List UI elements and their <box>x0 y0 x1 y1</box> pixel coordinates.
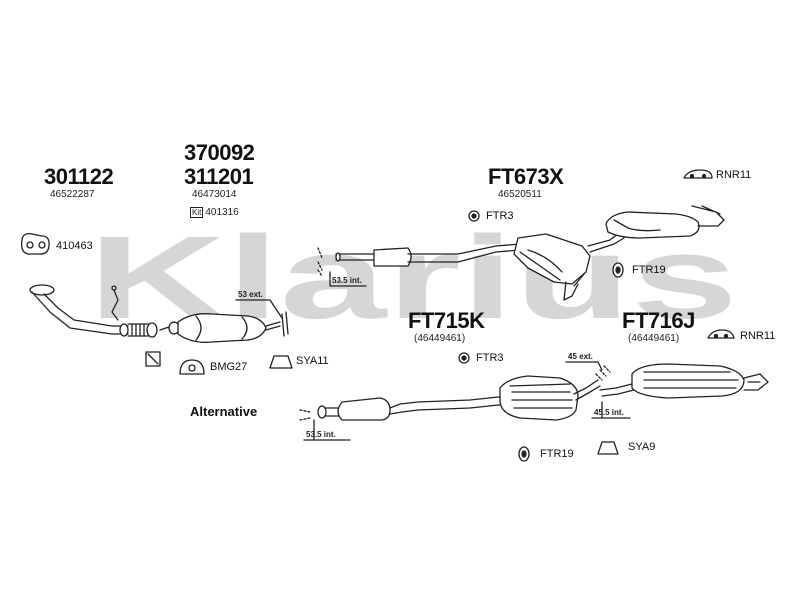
rnr11-mid-dot-b <box>723 333 729 339</box>
label-ftr19-top: FTR19 <box>632 264 666 276</box>
front-pipe-301122-drawing <box>29 284 158 338</box>
ftr19-bottom-dot <box>521 450 527 458</box>
exhaust-ft716j-drawing <box>595 363 769 399</box>
dim-535int-bottom-leader <box>303 419 351 441</box>
oe-number-311201: 46473014 <box>192 189 237 200</box>
label-rnr11-top: RNR11 <box>716 169 752 181</box>
rnr11-top-dot-b <box>701 173 707 179</box>
dim-53ext: 53 ext. <box>238 290 263 299</box>
bmg27-gasket-hole <box>188 364 196 372</box>
oe-number-ft673x: 46520511 <box>498 189 542 200</box>
oe-number-ft716j: (46449461) <box>628 333 680 344</box>
dim-45ext-leader <box>565 361 603 371</box>
part-number-ft716j: FT716J <box>622 308 695 333</box>
rnr11-mid-dot-a <box>713 333 719 339</box>
kit-number: 401316 <box>205 207 239 218</box>
dim-535int-bottom: 53.5 int. <box>306 430 336 439</box>
dim-455int-leader <box>591 401 631 419</box>
bmg27-gasket-icon <box>179 359 205 375</box>
label-sya9: SYA9 <box>628 441 656 453</box>
ftr19-top-dot <box>615 266 621 274</box>
sya11-clamp-icon <box>269 355 293 369</box>
part-number-311201: 311201 <box>184 164 254 189</box>
sya9-clamp-icon <box>597 441 619 455</box>
exhaust-ft715k-drawing <box>299 375 601 421</box>
exhaust-ft673x-drawing <box>317 205 725 301</box>
dim-45ext: 45 ext. <box>568 352 593 361</box>
catalyst-311201-drawing <box>159 311 289 343</box>
kit-badge: Kit <box>190 207 204 218</box>
oe-number-ft715k: (46449461) <box>414 333 466 344</box>
rnr11-top-icon <box>683 169 713 179</box>
dim-535int-top: 53.5 int. <box>332 276 362 285</box>
part-number-ft715k: FT715K <box>408 308 485 333</box>
alternative-label: Alternative <box>190 404 258 419</box>
dim-53ext-leader <box>235 299 283 319</box>
label-bmg27: BMG27 <box>210 361 248 373</box>
dim-535int-top-leader <box>329 271 367 287</box>
part-number-ft673x: FT673X <box>488 164 564 189</box>
rnr11-top-dot-a <box>689 173 695 179</box>
part-number-301122: 301122 <box>44 164 114 189</box>
ftr3-top-dot <box>471 213 477 219</box>
label-ftr19-bottom: FTR19 <box>540 448 574 460</box>
label-410463: 410463 <box>56 240 93 252</box>
label-rnr11-mid: RNR11 <box>740 330 776 342</box>
oe-number-301122: 46522287 <box>50 189 95 200</box>
dim-455int: 45.5 int. <box>594 408 624 417</box>
ftr3-mid-dot <box>461 355 467 361</box>
label-ftr3-top: FTR3 <box>486 210 514 222</box>
gasket-410463-drawing <box>20 232 50 255</box>
label-sya11: SYA11 <box>296 355 329 367</box>
label-ftr3-mid: FTR3 <box>476 352 504 364</box>
bracket-mount-icon <box>145 351 161 367</box>
part-number-370092: 370092 <box>184 140 255 165</box>
